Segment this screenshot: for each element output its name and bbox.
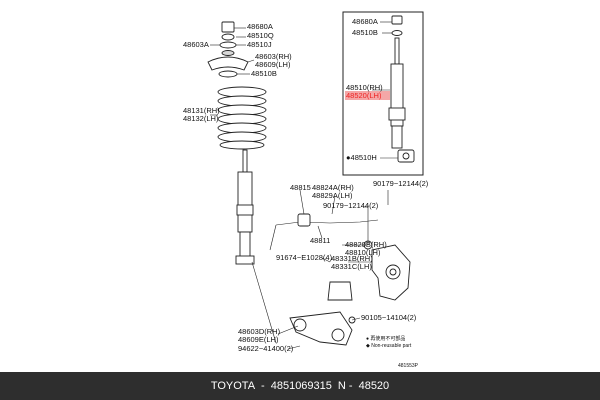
label-91674: 91674−E1028(4) — [276, 253, 333, 262]
label-90105: 90105−14104(2) — [361, 313, 417, 322]
footer-separator-1: - — [261, 380, 265, 392]
inset-label-48510h: ●48510H — [346, 153, 377, 162]
inset-box — [342, 11, 424, 176]
label-48820b: 48820B(RH) — [345, 240, 387, 249]
footer-separator-2: N - — [337, 380, 353, 392]
label-48680a: 48680A — [247, 22, 273, 31]
label-48510j: 48510J — [247, 40, 272, 49]
footer-part-code: 48520 — [358, 380, 390, 392]
label-48603d: 48603D(RH) — [238, 327, 281, 336]
label-48824a: 48824A(RH) — [312, 183, 354, 192]
shock-absorber — [235, 149, 255, 265]
label-48510q: 48510Q — [247, 31, 274, 40]
label-90179-b: 90179−12144(2) — [373, 179, 429, 188]
label-48603rh: 48603(RH) — [255, 52, 292, 61]
label-48603a: 48603A — [183, 40, 209, 49]
label-90179-a: 90179−12144(2) — [323, 201, 379, 210]
footer-part-number: 4851069315 — [270, 380, 332, 392]
label-48811: 48811 — [310, 236, 330, 245]
label-48131rh: 48131(RH) — [183, 106, 220, 115]
parts-diagram: 48680A 48510Q 48603A 48510J 48603(RH) 48… — [183, 11, 429, 369]
label-48510b: 48510B — [251, 69, 277, 78]
legend-line-2: ◆ Non-reusable part — [366, 343, 412, 349]
inset-label-48520lh: 48520(LH) — [346, 91, 382, 100]
figure-code: 481553P — [398, 363, 419, 369]
label-48829a: 48829A(LH) — [312, 191, 353, 200]
coil-spring — [217, 86, 267, 150]
footer-brand: TOYOTA — [210, 380, 256, 392]
label-48132lh: 48132(LH) — [183, 114, 219, 123]
label-48331b: 48331B(RH) — [331, 254, 373, 263]
label-48815: 48815 — [290, 183, 311, 192]
leader-lines — [210, 27, 389, 350]
inset-label-48510rh: 48510(RH) — [346, 83, 383, 92]
part-info-footer: TOYOTA - 4851069315 N - 48520 — [0, 372, 600, 400]
legend-line-1: ● 再使用不可部品 — [366, 335, 405, 342]
inset-label-48680a: 48680A — [352, 17, 378, 26]
label-48609lh: 48609(LH) — [255, 60, 291, 69]
inset-label-48510b: 48510B — [352, 28, 378, 37]
upper-mount-stack — [207, 21, 249, 78]
label-48331c: 48331C(LH) — [331, 262, 372, 271]
label-94622: 94622−41400(2) — [238, 344, 294, 353]
steering-knuckle — [371, 244, 411, 301]
label-48810: 48810(LH) — [345, 248, 381, 257]
lower-arm — [289, 281, 356, 346]
label-48609e: 48609E(LH) — [238, 335, 279, 344]
